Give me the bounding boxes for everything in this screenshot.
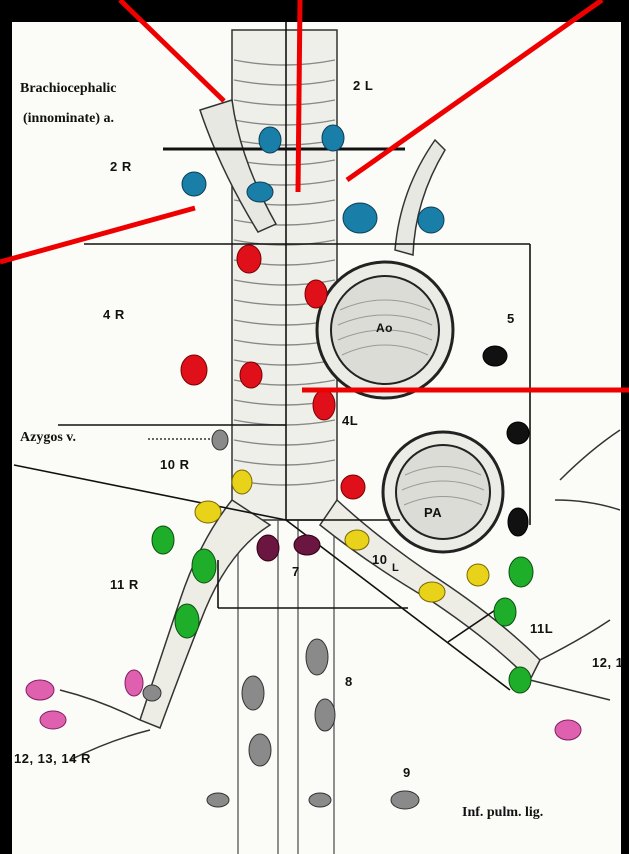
station-9: 9 [403, 766, 411, 779]
brachiocephalic-label: Brachiocephalic [20, 82, 116, 96]
inferior-pulmonary-ligament-label: Inf. pulm. lig. [462, 806, 543, 820]
station-10L: 10 [372, 553, 387, 566]
pulmonary-artery [383, 432, 503, 552]
pulmonary-artery-label: PA [424, 506, 442, 519]
station-11R: 11 R [110, 578, 139, 591]
station-4R: 4 R [103, 308, 125, 321]
station-8: 8 [345, 675, 353, 688]
station-5: 5 [507, 312, 515, 325]
station-2R: 2 R [110, 160, 132, 173]
station-4L: 4L [342, 414, 358, 427]
station-2L: 2 L [353, 79, 373, 92]
station-11L: 11L [530, 622, 553, 635]
station-10R: 10 R [160, 458, 189, 471]
bronchi [60, 430, 620, 760]
station-12-13-14R: 12, 13, 14 R [14, 752, 91, 765]
aorta-label: Ao [376, 322, 393, 334]
nodes-purple [257, 535, 320, 561]
innominate-label: (innominate) a. [23, 112, 114, 126]
azygos-label: Azygos v. [20, 431, 76, 445]
station-10L-suffix: L [392, 563, 399, 574]
station-7: 7 [292, 565, 300, 578]
trachea [232, 30, 337, 520]
left-carotid-artery [395, 140, 445, 255]
station-12L: 12, 1 [592, 656, 623, 669]
